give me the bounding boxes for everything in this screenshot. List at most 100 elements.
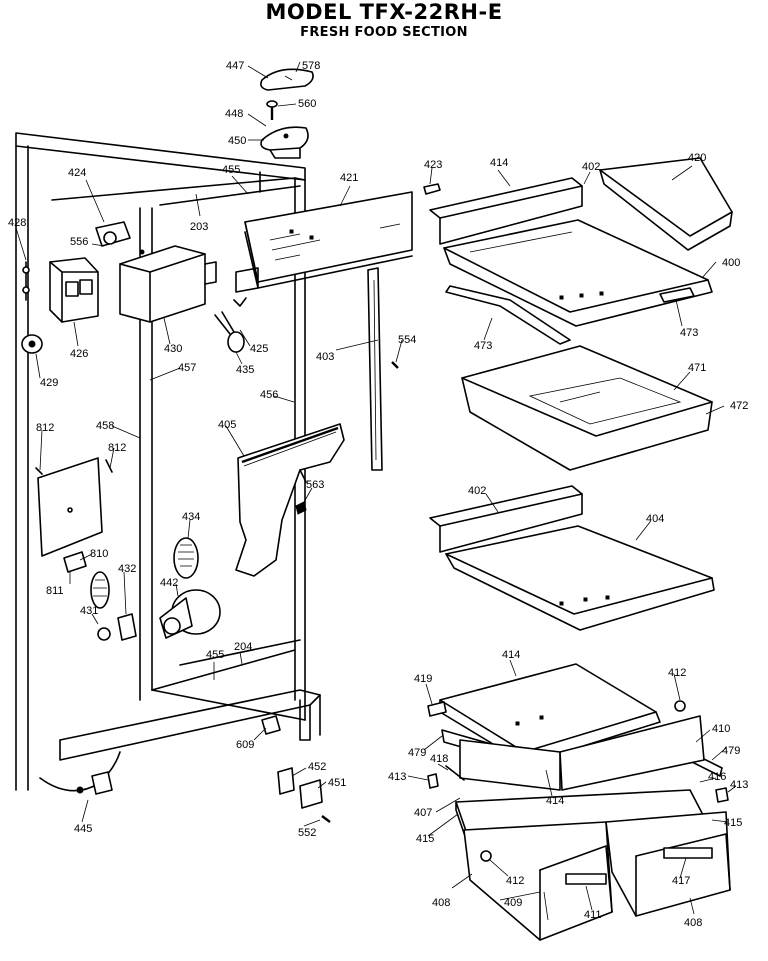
pan-420 xyxy=(599,157,733,251)
label-204: 204 xyxy=(234,641,252,653)
label-812-left: 812 xyxy=(36,422,54,434)
label-458: 458 xyxy=(96,420,114,432)
screw-554 xyxy=(391,361,399,369)
shelf-frame-402b xyxy=(429,485,583,553)
part-418 xyxy=(445,765,465,781)
label-412-top: 412 xyxy=(668,667,686,679)
part-432 xyxy=(117,613,137,641)
label-455: 455 xyxy=(222,164,240,176)
label-812-right: 812 xyxy=(108,442,126,454)
label-418: 418 xyxy=(430,753,448,765)
label-408-right: 408 xyxy=(684,917,702,929)
label-560: 560 xyxy=(298,98,316,110)
label-416: 416 xyxy=(708,771,726,783)
label-405: 405 xyxy=(218,419,236,431)
knob-434 xyxy=(173,537,199,579)
label-430: 430 xyxy=(164,343,182,355)
label-403: 403 xyxy=(316,351,334,363)
label-413-left: 413 xyxy=(388,771,406,783)
label-404: 404 xyxy=(646,513,664,525)
lamp-socket-435 xyxy=(214,311,245,353)
foot-609 xyxy=(261,715,281,735)
label-410: 410 xyxy=(712,723,730,735)
label-432: 432 xyxy=(118,563,136,575)
damper-cover-405 xyxy=(235,423,345,577)
section-title: FRESH FOOD SECTION xyxy=(300,25,468,40)
label-429: 429 xyxy=(40,377,58,389)
label-456: 456 xyxy=(260,389,278,401)
label-472: 472 xyxy=(730,400,748,412)
hinge-451 xyxy=(299,779,323,809)
label-409: 409 xyxy=(504,897,522,909)
label-442: 442 xyxy=(160,577,178,589)
label-455-bottom: 455 xyxy=(206,649,224,661)
shelf-404 xyxy=(445,525,715,631)
label-448: 448 xyxy=(225,108,243,120)
model-title: MODEL TFX-22RH-E xyxy=(265,0,503,24)
part-419 xyxy=(427,701,447,717)
label-408-left: 408 xyxy=(432,897,450,909)
label-434: 434 xyxy=(182,511,200,523)
label-413-right: 413 xyxy=(730,779,748,791)
trim-473 xyxy=(445,285,695,345)
label-554: 554 xyxy=(398,334,416,346)
cord-445 xyxy=(39,751,121,795)
label-479-right: 479 xyxy=(722,745,740,757)
label-415-right: 415 xyxy=(724,817,742,829)
label-415-left: 415 xyxy=(416,833,434,845)
screw-560 xyxy=(266,100,278,120)
socket-429 xyxy=(21,334,43,354)
drawer-408-right xyxy=(605,811,731,917)
label-810: 810 xyxy=(90,548,108,560)
label-452: 452 xyxy=(308,761,326,773)
control-housing-421 xyxy=(235,191,413,293)
cover-447 xyxy=(260,68,314,91)
lamp-423 xyxy=(423,183,441,195)
label-473-right: 473 xyxy=(680,327,698,339)
light-assembly-426 xyxy=(49,257,99,323)
label-445: 445 xyxy=(74,823,92,835)
label-451: 451 xyxy=(328,777,346,789)
label-420: 420 xyxy=(688,152,706,164)
knob-431 xyxy=(90,571,111,641)
label-426: 426 xyxy=(70,348,88,360)
clip-413 xyxy=(427,773,729,803)
label-457: 457 xyxy=(178,362,196,374)
label-407: 407 xyxy=(414,807,432,819)
label-479-left: 479 xyxy=(408,747,426,759)
label-402-mid: 402 xyxy=(468,485,486,497)
label-425: 425 xyxy=(250,343,268,355)
label-428: 428 xyxy=(8,217,26,229)
label-414-bottom: 414 xyxy=(546,795,564,807)
bracket-452 xyxy=(277,767,295,795)
label-447: 447 xyxy=(226,60,244,72)
knob-412 xyxy=(480,700,686,862)
strip-403 xyxy=(367,267,383,471)
screw-563 xyxy=(295,501,307,515)
clip-425 xyxy=(233,297,247,307)
drawer-408-left xyxy=(463,821,613,941)
label-435: 435 xyxy=(236,364,254,376)
label-563: 563 xyxy=(306,479,324,491)
label-414-top: 414 xyxy=(490,157,508,169)
label-450: 450 xyxy=(228,135,246,147)
label-414-cover: 414 xyxy=(502,649,520,661)
label-203: 203 xyxy=(190,221,208,233)
label-609: 609 xyxy=(236,739,254,751)
drawer-frame-416 xyxy=(459,715,705,791)
label-421: 421 xyxy=(340,172,358,184)
label-402-top: 402 xyxy=(582,161,600,173)
wire-428 xyxy=(22,261,30,301)
label-417: 417 xyxy=(672,875,690,887)
fan-442 xyxy=(159,589,221,639)
part-number-labels: 447 578 560 448 450 455 203 421 423 414 … xyxy=(8,60,748,929)
panel-812 xyxy=(35,457,113,557)
label-424: 424 xyxy=(68,167,86,179)
pan-471 xyxy=(461,345,713,471)
label-411: 411 xyxy=(584,909,602,921)
shelf-400 xyxy=(443,219,713,327)
label-578: 578 xyxy=(302,60,320,72)
shelf-frame-402 xyxy=(429,177,583,245)
